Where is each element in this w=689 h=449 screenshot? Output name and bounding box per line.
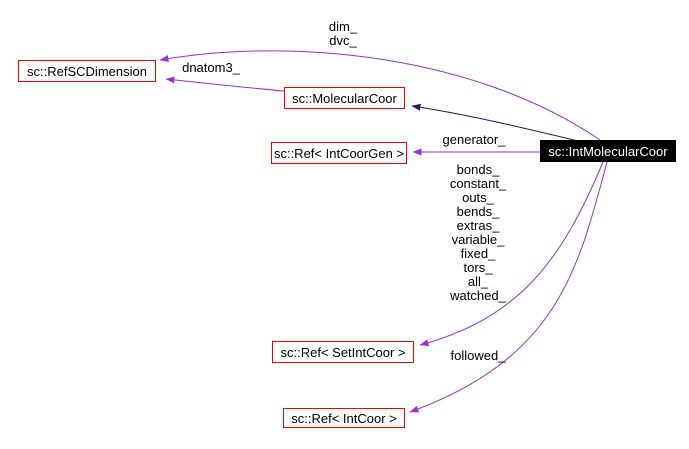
edge-label-watched: watched_: [450, 288, 506, 303]
node-sc-ref-intcoor[interactable]: sc::Ref< IntCoor >: [283, 408, 405, 428]
edge-label-dim-dvc: dim_ dvc_: [329, 20, 357, 48]
edge-members: [419, 161, 604, 347]
edge-dnatom3: [165, 76, 285, 92]
edge-label-dnatom3: dnatom3_: [182, 60, 240, 75]
node-sc-ref-intcoorgen[interactable]: sc::Ref< IntCoorGen >: [271, 142, 407, 164]
node-sc-intmolecularcoor[interactable]: sc::IntMolecularCoor: [540, 140, 676, 162]
edge-label-followed: followed_: [450, 348, 506, 363]
edge-label-outs: outs_: [462, 190, 494, 205]
edge-label-bonds: bonds_: [456, 162, 500, 177]
edge-label-bends: bends_: [456, 204, 500, 219]
edge-followed: [409, 161, 608, 413]
edge-label-dvc: dvc_: [329, 33, 357, 48]
edge-label-constant: constant_: [449, 176, 507, 191]
node-sc-refscdimension[interactable]: sc::RefSCDimension: [18, 60, 156, 82]
edge-label-tors: tors_: [463, 260, 493, 275]
edge-label-fixed: fixed_: [460, 246, 496, 261]
node-sc-molecularcoor[interactable]: sc::MolecularCoor: [284, 87, 405, 109]
edge-label-members: bonds_ constant_ outs_ bends_ extras_ va…: [450, 163, 506, 303]
edge-label-dim: dim_: [328, 19, 358, 34]
edge-label-extras: extras_: [456, 218, 500, 233]
edge-label-generator: generator_: [442, 132, 506, 147]
node-sc-ref-setintcoor[interactable]: sc::Ref< SetIntCoor >: [272, 341, 414, 363]
edge-label-all: all_: [467, 274, 489, 289]
edge-label-variable: variable_: [451, 232, 505, 247]
